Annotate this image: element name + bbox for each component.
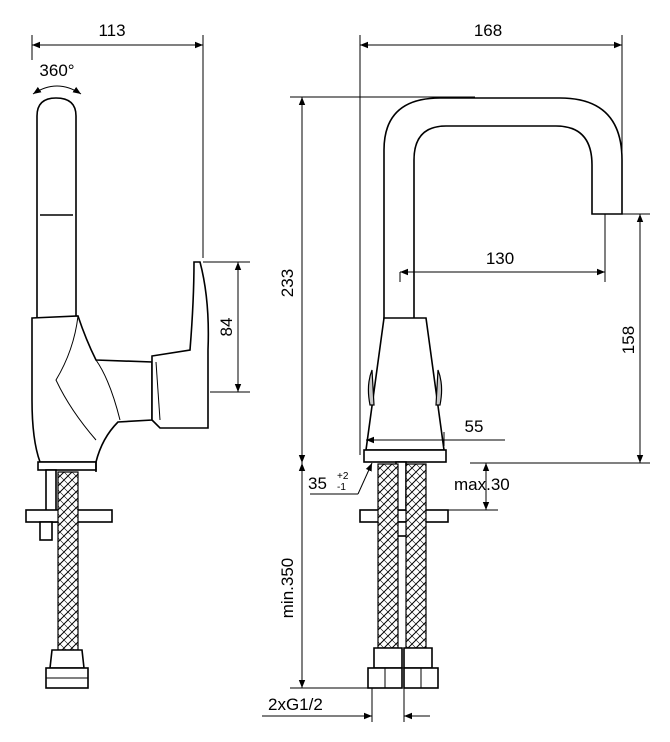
- hose-left: [377, 463, 399, 649]
- rotation-indicator: 360°: [32, 61, 82, 95]
- hose-side: [57, 471, 79, 651]
- mounting-plate-front: [359, 509, 449, 523]
- dimension-233: 233: [278, 96, 475, 463]
- hole-tol-plus: +2: [337, 471, 349, 482]
- base-front: [363, 449, 447, 463]
- dimension-84-label: 84: [217, 318, 236, 337]
- hole-diameter-label: 35: [308, 474, 327, 493]
- max-thickness-label: max.30: [454, 475, 510, 494]
- gooseneck-spout: [383, 97, 623, 321]
- dimension-55-label: 55: [465, 417, 484, 436]
- side-view: 113 360° 84: [25, 21, 250, 689]
- dimension-connection: 2xG1/2: [262, 688, 430, 722]
- dimension-233-label: 233: [278, 269, 297, 297]
- dimension-35: 35 +2 -1: [308, 462, 373, 495]
- lever-handle-side: [151, 261, 210, 429]
- dimension-min350: min.350: [278, 463, 370, 689]
- connection-label: 2xG1/2: [268, 695, 323, 714]
- dimension-158-label: 158: [619, 326, 638, 354]
- dimension-130-label: 130: [486, 249, 514, 268]
- faucet-body-side: [31, 315, 153, 463]
- dimension-158: 158: [470, 213, 650, 464]
- hose-length-label: min.350: [278, 558, 297, 618]
- dimension-max30: max.30: [440, 463, 510, 511]
- dimension-84: 84: [203, 261, 250, 393]
- spout-tube-side: [36, 97, 77, 319]
- faucet-body-front: [365, 317, 445, 451]
- dimension-168-label: 168: [474, 21, 502, 40]
- hose-right: [405, 463, 427, 649]
- front-view: 168 233 130 158: [262, 21, 650, 722]
- rotation-label: 360°: [39, 61, 74, 80]
- dimension-113: 113: [31, 21, 204, 258]
- dimension-113-label: 113: [98, 21, 125, 40]
- dimension-130: 130: [399, 214, 606, 282]
- hole-tol-minus: -1: [337, 482, 346, 493]
- base-plate-side: [37, 461, 97, 471]
- dimension-55: 55: [366, 417, 505, 446]
